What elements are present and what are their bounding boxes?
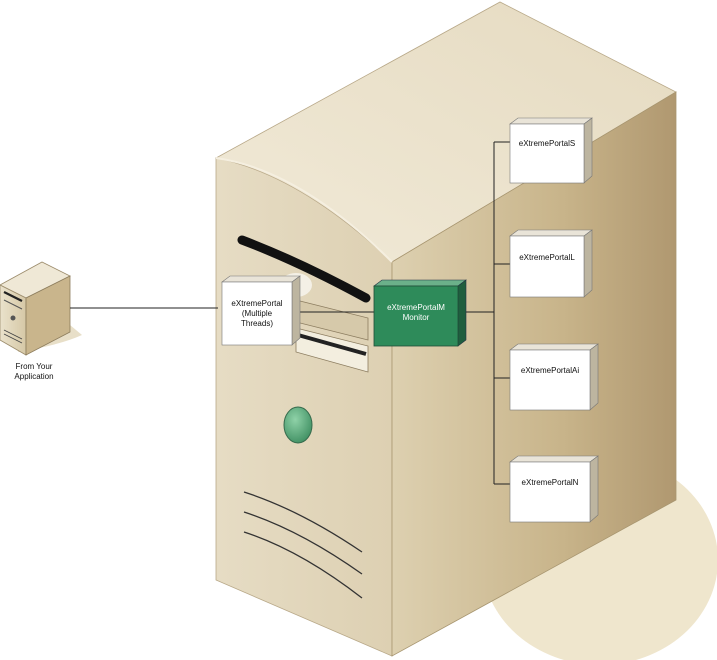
vent-line-3 [243,531,363,599]
component-label-ai: eXtremePortalAi [520,366,580,375]
client-computer [0,261,82,356]
component-label-n: eXtremePortalN [521,478,579,487]
vent-line-2 [243,511,363,575]
power-button [283,406,313,444]
component-box-l [509,229,593,298]
portal-label: eXtremePortal (Multiple Threads) [222,282,292,345]
monitor-label-line2: Monitor [402,313,430,322]
component-box-s [509,117,593,184]
client-label-line1: From Your [15,362,53,371]
drive-slot [237,235,371,303]
client-label-line2: Application [14,372,54,381]
connectors [70,141,510,485]
portal-box [221,275,301,346]
monitor-label: eXtremePortalM Monitor [374,286,458,340]
component-box-n [509,455,599,523]
monitor-label-line1: eXtremePortalM [387,303,445,312]
portal-label-line2: (Multiple [241,308,273,318]
monitor-box [373,279,467,347]
component-label-l: eXtremePortalL [519,253,575,262]
component-label-s: eXtremePortalS [518,139,576,148]
portal-label-line3: Threads) [240,318,273,328]
component-box-ai [509,343,599,411]
vent-line-1 [243,491,363,553]
client-label: From Your Application [4,362,64,382]
portal-label-line1: eXtremePortal [231,298,283,308]
